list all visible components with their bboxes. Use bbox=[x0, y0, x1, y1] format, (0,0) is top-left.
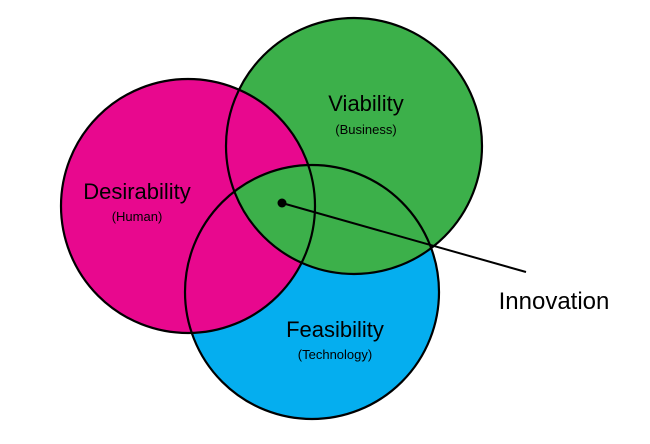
viability-outline bbox=[224, 16, 484, 276]
feasibility-outline bbox=[183, 163, 441, 421]
circle-outlines bbox=[59, 16, 484, 421]
feasibility-subtitle: (Technology) bbox=[298, 347, 372, 362]
innovation-label: Innovation bbox=[499, 288, 610, 315]
desirability-circle bbox=[61, 79, 315, 333]
innovation-pointer-dot bbox=[277, 198, 287, 208]
feasibility-title: Feasibility bbox=[286, 317, 384, 342]
desirability-title: Desirability bbox=[83, 179, 191, 204]
desirability-outline bbox=[59, 77, 317, 335]
desirability-subtitle: (Human) bbox=[112, 209, 163, 224]
viability-title: Viability bbox=[328, 91, 403, 116]
innovation-pointer-line bbox=[281, 202, 527, 273]
viability-subtitle: (Business) bbox=[335, 122, 396, 137]
